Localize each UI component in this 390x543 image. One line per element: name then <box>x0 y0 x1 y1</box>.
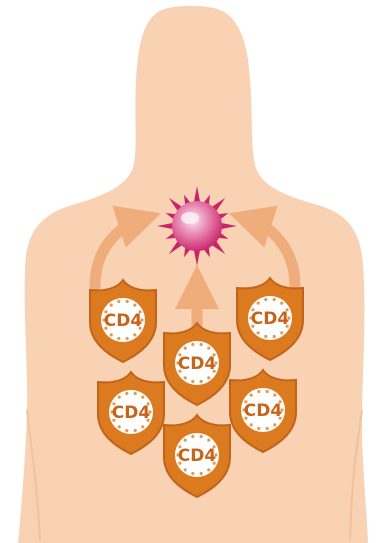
badge-dot <box>273 394 276 397</box>
badge-dot <box>134 392 137 395</box>
badge-dot <box>191 343 194 346</box>
badge-dot <box>191 380 194 383</box>
badge-dot <box>280 302 283 305</box>
badge-dot <box>200 343 203 346</box>
badge-dot <box>125 392 128 395</box>
badge-dot <box>257 390 260 393</box>
badge-dot <box>273 423 276 426</box>
badge-dot <box>126 300 129 303</box>
badge-dot <box>257 331 260 334</box>
badge-dot <box>133 304 136 307</box>
badge-dot <box>207 439 210 442</box>
badge-dot <box>184 439 187 442</box>
badge-dot <box>273 335 276 338</box>
badge-dot <box>141 396 144 399</box>
badge-dot <box>118 396 121 399</box>
badge-dot <box>117 337 120 340</box>
badge-dot <box>125 429 128 432</box>
badge-dot <box>200 380 203 383</box>
infected-cell-icon <box>157 186 237 266</box>
cd4-label: CD4 <box>244 401 283 421</box>
badge-dot <box>110 333 113 336</box>
badge-dot <box>184 347 187 350</box>
cd4-label: CD4 <box>112 403 151 423</box>
badge-dot <box>207 347 210 350</box>
badge-dot <box>200 472 203 475</box>
badge-dot <box>257 427 260 430</box>
badge-dot <box>257 302 260 305</box>
badge-dot <box>273 298 276 301</box>
cd4-label: CD4 <box>251 309 290 329</box>
cd4-label: CD4 <box>178 354 217 374</box>
badge-dot <box>134 429 137 432</box>
cd4-label: CD4 <box>104 311 143 331</box>
badge-dot <box>207 376 210 379</box>
badge-dot <box>191 435 194 438</box>
badge-dot <box>110 304 113 307</box>
badge-dot <box>184 468 187 471</box>
badge-dot <box>250 394 253 397</box>
badge-dot <box>280 331 283 334</box>
badge-dot <box>118 425 121 428</box>
badge-dot <box>126 337 129 340</box>
badge-dot <box>184 376 187 379</box>
badge-dot <box>266 427 269 430</box>
badge-dot <box>250 423 253 426</box>
badge-dot <box>266 390 269 393</box>
badge-dot <box>207 468 210 471</box>
badge-dot <box>264 298 267 301</box>
badge-dot <box>264 335 267 338</box>
badge-dot <box>200 435 203 438</box>
badge-dot <box>117 300 120 303</box>
badge-dot <box>133 333 136 336</box>
cd4-label: CD4 <box>178 446 217 466</box>
badge-dot <box>191 472 194 475</box>
badge-dot <box>141 425 144 428</box>
